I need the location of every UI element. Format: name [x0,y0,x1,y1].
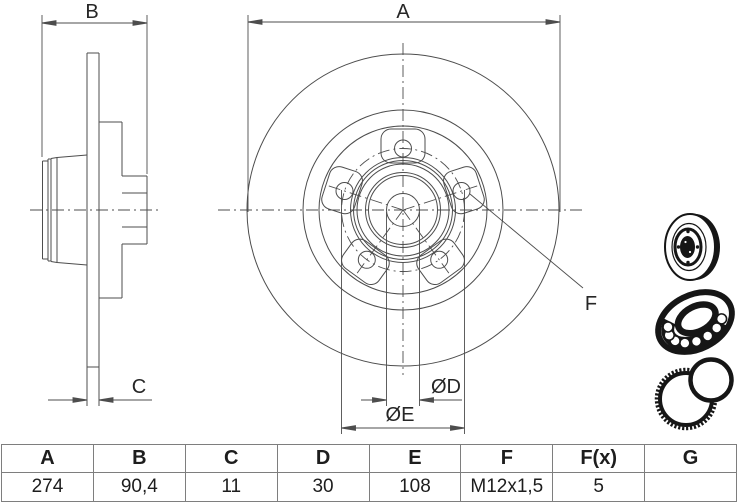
table-header-a: A [1,444,94,473]
table-value-b: 90,4 [92,472,186,502]
dim-label-b: B [85,1,99,23]
table-header-b: B [92,444,186,473]
table-header-row: A B C D E F F(x) G [1,444,737,473]
abs-ring-icon [654,357,734,431]
table-header-c: C [184,444,278,473]
table-value-e: 108 [368,472,462,502]
dim-label-a: A [396,1,410,23]
technical-drawing-svg [30,15,584,434]
dim-label-f: F [584,293,598,315]
side-view [42,52,148,406]
dim-label-d: ØD [431,376,461,398]
dim-label-c: C [131,376,147,398]
table-header-e: E [368,444,462,473]
table-header-f: F [460,444,554,473]
table-header-fx: F(x) [552,444,646,473]
dim-b [41,15,148,174]
dim-label-e: ØE [385,404,415,426]
table-header-d: D [276,444,370,473]
table-value-a: 274 [1,472,94,502]
table-value-g [644,472,737,502]
dimension-spec-table: A B C D E F F(x) G 274 90,4 11 30 108 M1… [1,444,737,502]
centerlines [30,43,583,375]
dimension-lines [41,15,584,434]
leader-f [469,193,584,289]
table-header-g: G [644,444,737,473]
dim-d [361,212,462,406]
dim-a [247,15,561,212]
dim-e [341,190,465,434]
table-value-row: 274 90,4 11 30 108 M12x1,5 5 [1,472,737,502]
table-value-f: M12x1,5 [460,472,554,502]
table-value-d: 30 [276,472,370,502]
table-value-c: 11 [184,472,278,502]
wheel-bearing-icon [655,289,735,355]
table-value-fx: 5 [552,472,646,502]
brake-disc-icon [664,213,720,281]
dim-c [48,397,152,403]
